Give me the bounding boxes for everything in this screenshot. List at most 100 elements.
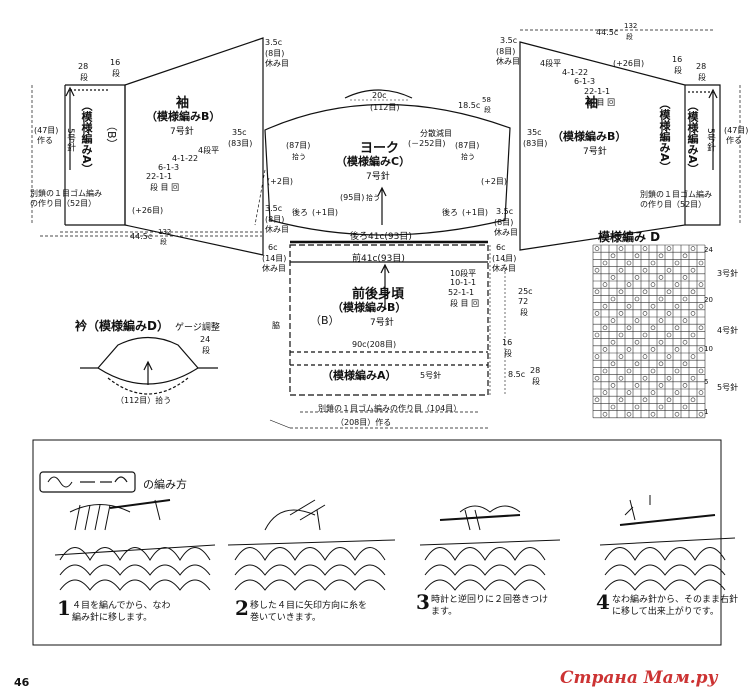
right-width-rows: 28	[696, 62, 707, 71]
right-cuff-pattern-2: （模様編みA）	[686, 100, 699, 175]
yoke-depth-unit: 段	[484, 106, 491, 114]
yoke-left-plus: (+2目)	[267, 177, 294, 186]
right-inc-rule-1: 4-1-22	[562, 68, 589, 77]
left-side: 35c	[232, 128, 247, 137]
yoke-pattern: （模様編みC）	[336, 155, 411, 168]
pattern-d-needle-3: 3号針	[717, 269, 739, 278]
left-plus: (+26目)	[132, 206, 164, 215]
step-4-text: なわ編み針から、そのまま右針 に移して出来上がりです。	[612, 595, 739, 617]
yoke-depth-rows: 58	[482, 96, 491, 104]
left-width-unit: 段	[80, 73, 88, 82]
right-bottom-cast: 3.5c	[496, 207, 514, 216]
body-rib-rows: 16	[502, 338, 513, 347]
left-top-inc: 16	[110, 58, 121, 67]
step-4-number: 4	[596, 590, 610, 614]
pattern-d-row-10: 10	[704, 345, 713, 353]
step-1-text: ４目を編んでから、なわ 編み針に移します。	[72, 601, 171, 623]
left-cuff-side2: 作る	[37, 136, 53, 145]
right-length-unit: 段	[626, 33, 633, 41]
body-left-cast: 6c	[268, 243, 278, 252]
body-back-top: 後ろ41c(93目)	[350, 232, 412, 242]
page-number: 46	[14, 676, 30, 689]
right-sleeve-pattern: （模様編みB）	[552, 130, 627, 143]
collar-rows-unit: 段	[202, 346, 210, 355]
right-length-rows: 132	[624, 22, 638, 30]
right-plus: (+26目)	[613, 59, 645, 68]
right-sleeve-needle: 7号針	[583, 147, 607, 157]
step-2-illustration	[227, 499, 396, 591]
right-length: 44.5c	[596, 28, 619, 37]
right-inc-rule-3: 22-1-1	[584, 87, 611, 96]
left-cuff-pattern: （模様編みA）	[80, 100, 93, 175]
left-side-rows: (83目)	[228, 139, 253, 148]
right-sleeve-title: 袖	[585, 96, 599, 111]
left-top-inc-unit: 段	[112, 69, 120, 78]
yoke-back-right: 後ろ	[442, 208, 458, 217]
yoke-outline	[264, 103, 511, 236]
left-length-rows: 132	[158, 228, 172, 236]
body-left-rest: 休み目	[262, 264, 286, 273]
body-side-label: 脇	[272, 321, 280, 330]
yoke-neck: 20c	[372, 91, 387, 100]
left-inc-rule-4: 段 目 回	[150, 183, 180, 192]
right-cuff-needle: 5号針	[705, 128, 715, 152]
right-top-inc: 16	[672, 55, 683, 64]
right-top-inc-unit: 段	[674, 66, 682, 75]
body-needle: 7号針	[370, 318, 394, 328]
yoke-depth: 18.5c	[458, 101, 481, 110]
instruction-frame	[32, 439, 722, 646]
left-caption: 別鎖の１目ゴム編み の作り目（52目）	[30, 189, 102, 208]
pattern-d-title: 模様編み D	[598, 230, 661, 244]
step-2-number: 2	[235, 596, 249, 620]
body-pattern: （模様編みB）	[332, 301, 407, 314]
pattern-d-needle-5: 5号針	[717, 383, 739, 392]
collar-rows: 24	[200, 335, 211, 344]
step-1-number: 1	[57, 596, 71, 620]
right-cuff-side: (47目)	[724, 126, 749, 135]
body-length: 25c	[518, 287, 533, 296]
yoke-title: ヨーク	[360, 141, 400, 156]
right-side-rows: (83目)	[523, 139, 548, 148]
body-cast-on: 別鎖の１目ゴム編みの作り目（104目）	[318, 404, 462, 413]
yoke-right-sts: (87目)	[455, 141, 480, 150]
left-length-unit: 段	[160, 238, 167, 246]
right-side: 35c	[527, 128, 542, 137]
body-length-rows: 72	[518, 297, 529, 306]
pattern-d-row-20: 20	[704, 296, 713, 304]
yoke-right-plus: (+2目)	[481, 177, 508, 186]
body-length-unit: 段	[520, 308, 528, 317]
yoke-needle: 7号針	[366, 172, 390, 182]
right-top-rest: 休み目	[496, 57, 520, 66]
left-cuff-mark: （B）	[105, 120, 118, 150]
body-total: （208目）作る	[336, 418, 392, 427]
right-bottom-rest: 休み目	[494, 228, 518, 237]
right-inc-rule-4: 段 目 回	[586, 98, 616, 107]
step-1-illustration	[54, 499, 216, 591]
body-rib-len-unit: 段	[532, 377, 540, 386]
left-cuff-needle: 5号針	[65, 128, 75, 152]
cable-symbol	[39, 471, 136, 493]
body-right-cast-sts: (14目)	[492, 254, 517, 263]
right-top-cast-rows: (8目)	[496, 47, 516, 56]
step-3-text: 時計と逆回りに２回巻きつけ ます。	[431, 595, 549, 617]
body-title: 前後身頃	[352, 287, 405, 302]
right-inc-rule-2: 6-1-3	[574, 77, 596, 86]
yoke-left-sts: (87目)	[286, 141, 311, 150]
body-rib-len: 8.5c	[508, 370, 526, 379]
body-right-rest: 休み目	[492, 264, 516, 273]
body-shape-rule-0: 10段平	[450, 269, 477, 278]
yoke-back-left-plus: (+1目)	[312, 208, 339, 217]
body-rib-pattern: （模様編みA）	[322, 369, 397, 382]
yoke-neck-sts: (112目)	[370, 103, 400, 112]
yoke-front-sts: (95目)	[340, 193, 365, 202]
right-cuff-pattern: （模様編みA）	[658, 98, 671, 173]
right-inc-rule-0: 4段平	[540, 59, 562, 68]
collar-pick: （112目）拾う	[116, 396, 172, 405]
pattern-d-needle-4: 4号針	[717, 326, 739, 335]
right-caption: 別鎖の１目ゴム編み の作り目（52目）	[640, 190, 712, 209]
pattern-d-row-5: 5	[704, 378, 709, 386]
body-rib-needle: 5号針	[420, 371, 442, 380]
yoke-front-pick: 拾う	[366, 194, 380, 202]
